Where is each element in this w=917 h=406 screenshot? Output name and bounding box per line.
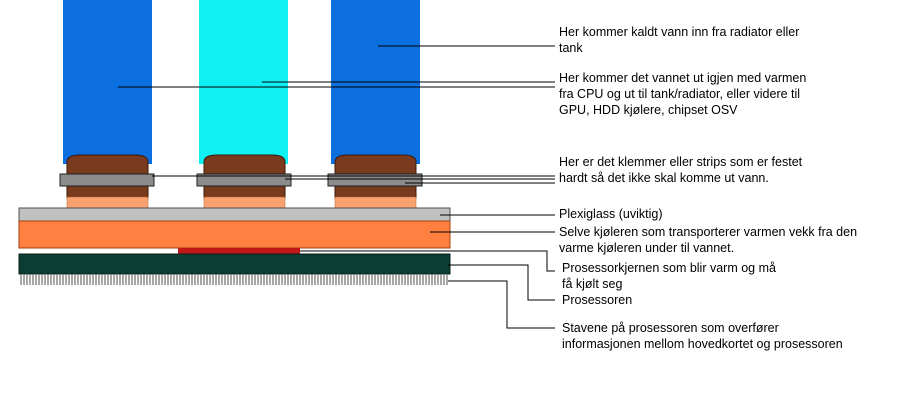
label-warm-water-out: Her kommer det vannet ut igjen med varme… [559,71,807,117]
cpu-core [178,248,300,254]
processor-body [18,253,451,275]
label-plexiglass: Plexiglass (uviktig) [559,207,663,221]
label-cpu-core: Prosessorkjernen som blir varm og må få … [562,261,776,291]
label-cooler-block: Selve kjøleren som transporterer varmen … [559,225,858,255]
fitting-base-middle [203,196,286,209]
label-cold-water-in: Her kommer kaldt vann inn fra radiator e… [559,25,800,55]
fitting-base-right [334,196,417,209]
leader-lines [118,45,555,329]
cooler-block [18,220,451,249]
clamp-left [59,173,155,187]
label-pins: Stavene på prosessoren som overfører inf… [562,321,843,351]
label-clamps: Her er det klemmer eller strips som er f… [559,155,803,185]
fitting-base-left [66,196,149,209]
plexiglass-plate [18,207,451,222]
clamp-right [327,173,423,187]
label-processor: Prosessoren [562,293,633,307]
tube-left [63,0,152,164]
clamp-middle [196,173,292,187]
processor-pins [20,275,448,285]
